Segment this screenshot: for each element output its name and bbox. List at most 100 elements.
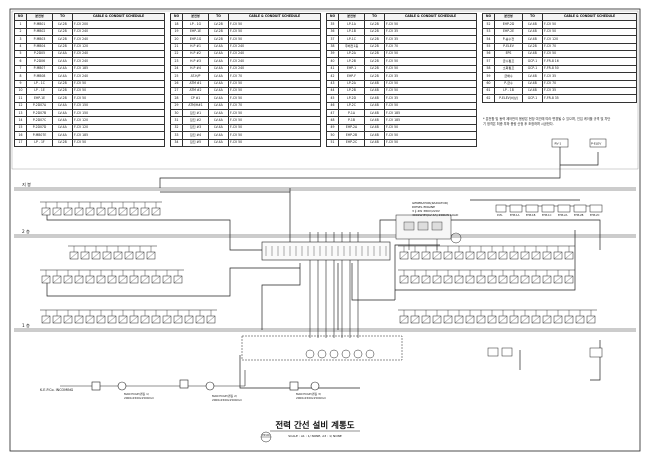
panel-symbol-diagonal — [498, 275, 508, 284]
panel-symbol-diagonal — [69, 251, 79, 260]
cell-to: LV-4A — [208, 72, 229, 81]
header-cable: CABLE & CONDUIT SCHEDULE — [72, 12, 165, 22]
floor-label-2f: 2 층 — [22, 228, 30, 234]
panel-symbol-diagonal — [135, 251, 145, 260]
cell-no: 16 — [14, 131, 27, 140]
panel-symbol-diagonal — [399, 251, 409, 260]
manhole-3-size: 2000x1500x1500mm — [296, 396, 326, 400]
panel-symbol-diagonal — [443, 315, 453, 324]
cell-from: EHP-1E — [26, 94, 53, 103]
cell-no: 32 — [170, 123, 183, 133]
cell-from: P-MB01 — [26, 20, 53, 29]
panel-symbol-diagonal — [96, 207, 106, 216]
cell-from: ATM #2 — [182, 86, 209, 96]
panel-symbol-diagonal — [91, 251, 101, 260]
cell-from: LP-2A — [338, 49, 365, 59]
cell-to: LV-4A — [208, 131, 229, 140]
cell-to: LV-4A — [208, 79, 229, 88]
generator-note-line-2: DIESEL ENGINE — [412, 205, 435, 209]
cell-no: 58 — [482, 64, 495, 74]
cell-cable: F-CV 185 — [72, 64, 165, 74]
cell-cable: F-CV 50 — [384, 86, 477, 96]
panel-symbol-diagonal — [129, 315, 139, 324]
cell-no: 48 — [326, 116, 339, 125]
floor-label-roof: 지 붕 — [22, 181, 31, 188]
cell-from: 소화펌프 — [494, 64, 523, 74]
panel-symbol-diagonal — [102, 251, 112, 260]
cell-to: LV-4B — [522, 72, 543, 81]
cell-from: LP-2B — [338, 57, 365, 66]
cell-from: P-2D07D — [26, 123, 53, 133]
panel-symbol-diagonal — [531, 275, 541, 284]
panel-symbol-diagonal — [509, 251, 519, 260]
cell-from: LP-2B — [338, 86, 365, 96]
cell-no: 19 — [170, 27, 183, 37]
sheet-number-marker — [260, 431, 272, 443]
cell-from: P-MB08 — [26, 72, 53, 81]
panel-symbol-diagonal — [564, 315, 574, 324]
cell-to: LV-4B — [364, 138, 385, 148]
manhole-2-label: MAN HOLE(맨홀 2) — [212, 394, 237, 398]
roof-top-panel-2: P-ELEV — [589, 138, 607, 148]
cell-to: LV-2B — [52, 138, 73, 148]
cell-cable: F-CV 50 — [228, 94, 321, 103]
cell-cable: F-CV 50 — [72, 86, 165, 96]
cell-to: LV-4B — [522, 20, 543, 29]
manhole-3-label: MAN HOLE(맨홀 3) — [296, 392, 321, 396]
cell-no: 7 — [14, 64, 27, 74]
panel-symbol-diagonal — [520, 315, 530, 324]
cell-to: LV-4A — [208, 49, 229, 59]
panel-symbol-diagonal — [575, 315, 585, 324]
cell-cable: F-CV 50 — [228, 109, 321, 118]
cell-from: EHP-1G — [182, 35, 209, 44]
panel-symbol-diagonal — [410, 251, 420, 260]
cell-to: LV-4B — [364, 101, 385, 111]
cell-from: EHP-2D — [494, 20, 523, 29]
cell-to: LV-2B — [364, 64, 385, 74]
roof-panel-1: P-EL — [497, 213, 503, 217]
cell-from: EHP-2C — [338, 138, 365, 148]
cell-from: 급수펌프 — [494, 57, 523, 66]
panel-symbol-diagonal — [146, 251, 156, 260]
cell-from: P-1A — [338, 109, 365, 118]
cell-to: LV-2B — [52, 79, 73, 88]
cell-no: 59 — [482, 72, 495, 81]
header-no: NO — [170, 12, 183, 22]
panel-symbol-diagonal — [542, 251, 552, 260]
cell-to: LV-4A — [52, 123, 73, 133]
cell-cable: F-CV 240 — [72, 35, 165, 44]
panel-symbol-diagonal — [432, 275, 442, 284]
cell-to: GCP-1 — [522, 94, 543, 103]
cell-to: LV-2B — [52, 86, 73, 96]
cell-to: LV-2B — [52, 94, 73, 103]
cell-from: EHP-2B — [338, 131, 365, 140]
cell-cable: F-CV 240 — [72, 72, 165, 81]
cell-cable: F-CV 35 — [384, 27, 477, 37]
cell-from: P-ELEV(비상) — [494, 94, 523, 103]
cell-to: LV-4B — [522, 79, 543, 88]
cell-from: LP - 1F — [26, 138, 53, 148]
cell-from: CP #1 — [182, 94, 209, 103]
panel-symbol-diagonal — [509, 275, 519, 284]
cell-to: LV-2B — [208, 35, 229, 44]
cell-to: LV-4A — [208, 101, 229, 111]
panel-symbol-diagonal — [96, 275, 106, 284]
cell-cable: F-CV 50 — [384, 131, 477, 140]
cell-from: LP - 1B — [494, 86, 523, 96]
